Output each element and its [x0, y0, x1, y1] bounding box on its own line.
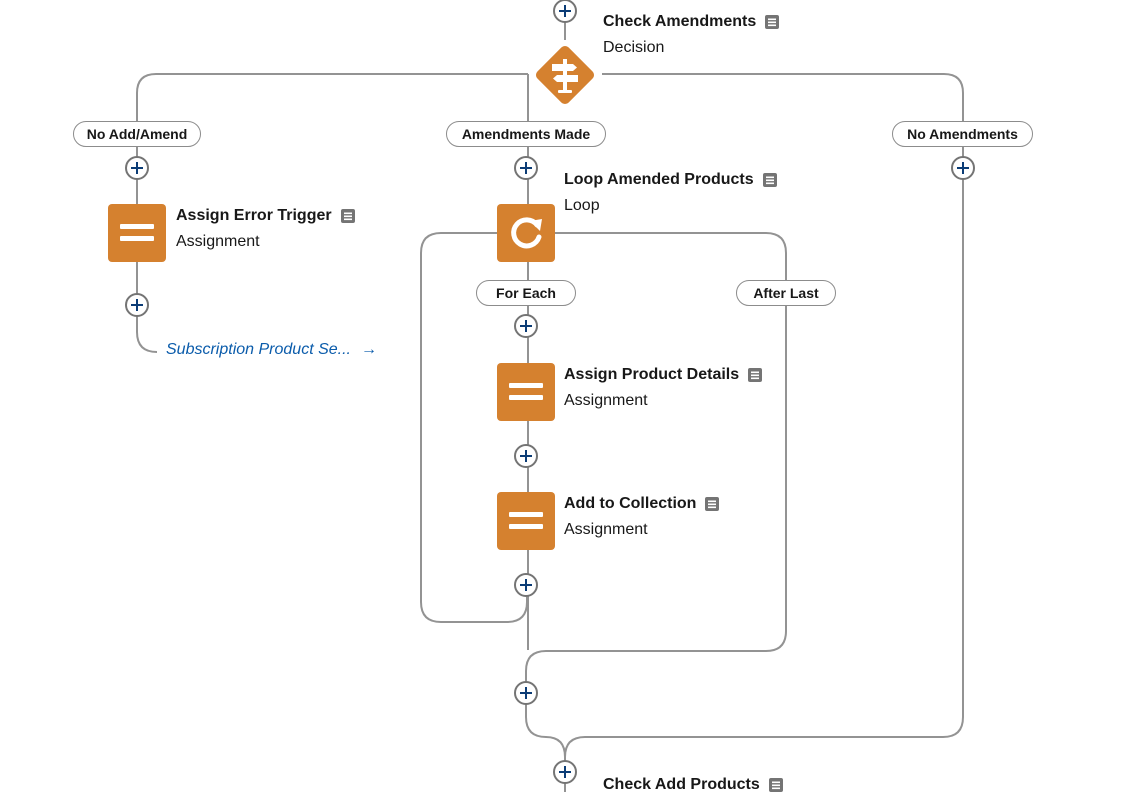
assign-error-title: Assign Error Trigger — [176, 207, 332, 224]
decision-type: Decision — [603, 39, 665, 56]
assign-product-title: Assign Product Details — [564, 366, 740, 383]
goto-link-label: Subscription Product Se... — [166, 341, 351, 358]
add-element-button-bottom[interactable] — [553, 760, 577, 784]
add-element-button-top[interactable] — [553, 0, 577, 23]
add-to-collection-node[interactable] — [497, 492, 555, 550]
equals-icon — [120, 224, 154, 241]
description-doc-icon[interactable] — [340, 208, 356, 224]
decision-title: Check Amendments — [603, 13, 757, 30]
add-collection-type: Assignment — [564, 521, 648, 538]
loop-path-after-last[interactable]: After Last — [736, 280, 836, 306]
assign-product-label: Assign Product Details Assignment — [564, 365, 763, 411]
add-element-button-middle-1[interactable] — [514, 156, 538, 180]
goto-subscription-product-link[interactable]: Subscription Product Se... → — [166, 341, 377, 359]
outcome-amendments-made[interactable]: Amendments Made — [446, 121, 606, 147]
assign-product-details-node[interactable] — [497, 363, 555, 421]
add-collection-label: Add to Collection Assignment — [564, 494, 720, 540]
add-element-button-loop-1[interactable] — [514, 314, 538, 338]
decision-label: Check Amendments Decision — [603, 12, 780, 58]
add-element-button-right-1[interactable] — [951, 156, 975, 180]
equals-icon — [509, 383, 543, 400]
description-doc-icon[interactable] — [747, 367, 763, 383]
loop-label: Loop Amended Products Loop — [564, 170, 778, 216]
description-doc-icon[interactable] — [764, 14, 780, 30]
add-element-button-left-2[interactable] — [125, 293, 149, 317]
assign-product-type: Assignment — [564, 392, 648, 409]
assign-error-trigger-node[interactable] — [108, 204, 166, 262]
add-element-button-left-1[interactable] — [125, 156, 149, 180]
loop-type: Loop — [564, 197, 600, 214]
bottom-node-title: Check Add Products — [603, 776, 760, 793]
loop-title: Loop Amended Products — [564, 171, 754, 188]
refresh-icon — [511, 217, 542, 249]
loop-amended-products-node[interactable] — [497, 204, 555, 262]
arrow-right-icon: → — [360, 341, 377, 358]
outcome-no-add-amend[interactable]: No Add/Amend — [73, 121, 201, 147]
add-element-button-loop-2[interactable] — [514, 444, 538, 468]
add-collection-title: Add to Collection — [564, 495, 697, 512]
signpost-icon — [535, 45, 595, 105]
assign-error-type: Assignment — [176, 233, 260, 250]
add-element-button-loop-3[interactable] — [514, 573, 538, 597]
equals-icon — [509, 512, 543, 529]
description-doc-icon[interactable] — [768, 777, 784, 793]
assign-error-label: Assign Error Trigger Assignment — [176, 206, 356, 252]
loop-path-for-each[interactable]: For Each — [476, 280, 576, 306]
outcome-no-amendments[interactable]: No Amendments — [892, 121, 1033, 147]
description-doc-icon[interactable] — [762, 172, 778, 188]
bottom-node-label: Check Add Products — [603, 775, 784, 795]
add-element-button-after-loop[interactable] — [514, 681, 538, 705]
decision-node[interactable] — [525, 35, 605, 115]
description-doc-icon[interactable] — [704, 496, 720, 512]
